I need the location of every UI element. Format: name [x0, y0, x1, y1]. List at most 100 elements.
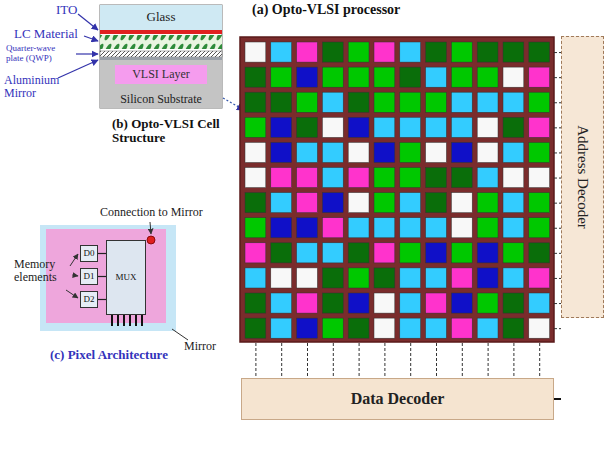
pixel-square — [271, 268, 292, 288]
pixel-square — [297, 92, 318, 112]
leader-line — [150, 222, 151, 234]
pixel-square — [529, 42, 550, 62]
pixel-square — [322, 42, 343, 62]
pixel-square — [245, 168, 266, 188]
pixel-square — [374, 218, 395, 238]
pixel-square — [348, 218, 369, 238]
mux-pins — [112, 315, 142, 326]
pixel-square — [477, 268, 498, 288]
pixel-square — [322, 268, 343, 288]
pixel-square — [529, 142, 550, 162]
lc-layer — [100, 35, 222, 49]
pixel-square — [322, 293, 343, 313]
pixel-square — [529, 268, 550, 288]
pixel-square — [245, 42, 266, 62]
pixel-square — [400, 293, 421, 313]
pixel-square — [374, 168, 395, 188]
pixel-square — [400, 268, 421, 288]
part-label: Connection to Mirror — [100, 206, 203, 219]
leader-line — [72, 275, 78, 276]
address-decoder: Address Decoder — [561, 36, 604, 318]
pixel-square — [503, 318, 524, 338]
bus-line — [554, 203, 561, 204]
pixel-square — [297, 117, 318, 137]
bus-line — [554, 77, 561, 78]
pixel-square — [529, 193, 550, 213]
pixel-square — [529, 67, 550, 87]
pixel-square — [426, 42, 447, 62]
pixel-square — [451, 268, 472, 288]
pixel-square — [348, 243, 369, 263]
pixel-square — [503, 243, 524, 263]
pixel-square — [400, 243, 421, 263]
pixel-square — [426, 92, 447, 112]
pixel-square — [451, 193, 472, 213]
pixel-square — [503, 293, 524, 313]
figure-title: (b) Opto-VLSI Cell Structure — [112, 117, 224, 146]
pixel-square — [297, 293, 318, 313]
pixel-square — [426, 67, 447, 87]
pixel-square — [297, 218, 318, 238]
pixel-square — [374, 318, 395, 338]
node-text: Data Decoder — [351, 390, 445, 408]
pixel-square — [477, 243, 498, 263]
leader-line — [172, 329, 188, 340]
pixel-square — [322, 243, 343, 263]
pixel-square — [297, 142, 318, 162]
pixel-square — [245, 193, 266, 213]
memory-element: D0 — [80, 245, 98, 262]
bus-line — [554, 253, 561, 254]
pixel-square — [348, 318, 369, 338]
data-decoder: Data Decoder — [241, 378, 554, 420]
pixel-square — [374, 142, 395, 162]
pixel-square — [400, 42, 421, 62]
pixel-square — [348, 42, 369, 62]
leader-line — [66, 290, 78, 298]
pixel-square — [503, 193, 524, 213]
bus-line — [333, 343, 334, 377]
substrate-layer: Silicon SubstrateVLSI Layer — [100, 60, 222, 108]
pixel-square — [271, 193, 292, 213]
pixel-square — [477, 117, 498, 137]
mirror-connection — [147, 236, 155, 244]
leader-line — [58, 60, 98, 78]
pixel-square — [245, 318, 266, 338]
pixel-square — [348, 293, 369, 313]
part-label: Mirror — [184, 340, 216, 353]
pixel-square — [271, 318, 292, 338]
bus-line — [359, 343, 360, 377]
pixel-square — [297, 168, 318, 188]
pixel-square — [297, 268, 318, 288]
pixel-square — [297, 67, 318, 87]
pixel-square — [348, 268, 369, 288]
pixel-square — [426, 117, 447, 137]
pixel-square — [477, 293, 498, 313]
pixel-square — [322, 168, 343, 188]
pixel-square — [322, 92, 343, 112]
pixel-square — [245, 243, 266, 263]
pixel-square — [426, 218, 447, 238]
pixel-square — [477, 67, 498, 87]
bus-line — [410, 343, 411, 377]
pixel-square — [245, 67, 266, 87]
pixel-square — [322, 142, 343, 162]
leader-line — [76, 53, 98, 54]
node-text: Glass — [147, 10, 176, 24]
bus-line — [307, 343, 308, 377]
pixel-square — [245, 117, 266, 137]
memory-element: D1 — [80, 268, 98, 285]
pixel-cell — [46, 229, 166, 323]
pixel-square — [348, 117, 369, 137]
pixel-square — [529, 293, 550, 313]
pixel-square — [271, 142, 292, 162]
pixel-square — [374, 193, 395, 213]
figure-title: (c) Pixel Architecture — [50, 348, 168, 362]
pixel-square — [400, 117, 421, 137]
pixel-square — [477, 42, 498, 62]
pixel-square — [271, 218, 292, 238]
processor-grid — [240, 37, 554, 342]
pixel-square — [426, 168, 447, 188]
pixel-square — [529, 168, 550, 188]
pixel-square — [297, 193, 318, 213]
node-text: VLSI Layer — [132, 68, 190, 81]
